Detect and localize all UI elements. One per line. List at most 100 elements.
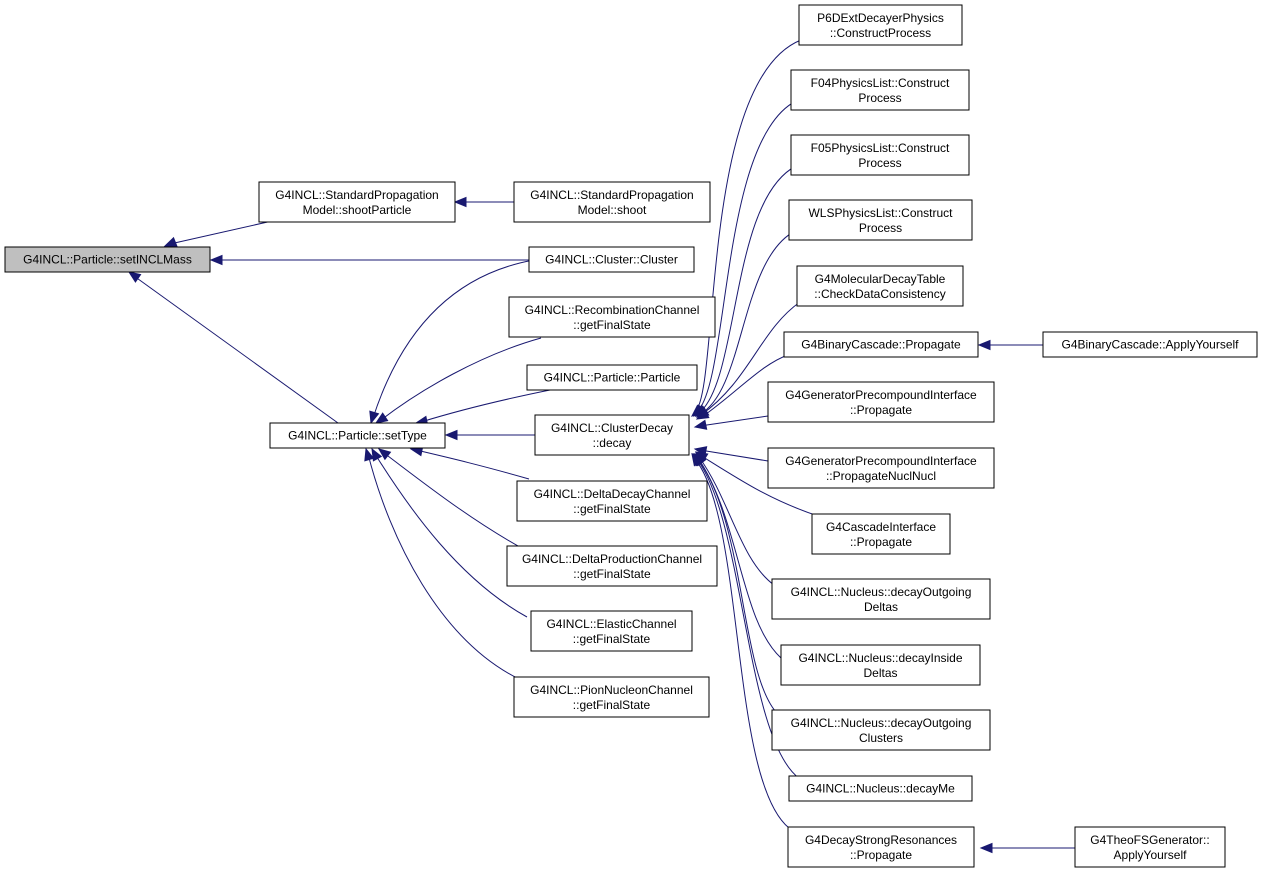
node-particle-ctor[interactable]: G4INCL::Particle::Particle [526,364,698,391]
call-edge [374,453,528,618]
node-label: G4MolecularDecayTable [815,272,946,286]
node-f04[interactable]: F04PhysicsList::ConstructProcess [790,69,970,111]
node-wls[interactable]: WLSPhysicsList::ConstructProcess [788,199,973,241]
node-label: G4CascadeInterface [826,520,936,534]
call-edge [169,220,273,245]
arrow-head [374,412,389,424]
call-edge [415,449,530,480]
node-set-i-n-c-l-mass[interactable]: G4INCL::Particle::setINCLMass [4,246,211,273]
arrow-head [453,196,467,208]
node-label: G4INCL::DeltaDecayChannel [534,487,691,501]
node-box [4,246,211,273]
node-label: ::getFinalState [573,698,651,712]
node-label: Process [858,91,901,105]
node-label: G4TheoFSGenerator:: [1090,833,1209,847]
node-label: ::PropagateNuclNucl [826,469,936,483]
arrow-head [695,408,710,420]
call-edge [700,301,801,416]
node-box [798,4,963,46]
node-box [513,181,711,223]
arrow-head [377,448,392,461]
node-label: G4GeneratorPrecompoundInterface [785,454,977,468]
call-edge [698,165,797,414]
node-cluster-ctor[interactable]: G4INCL::Cluster::Cluster [528,246,695,273]
node-box [1042,331,1258,358]
node-label: G4INCL::DeltaProductionChannel [522,552,702,566]
node-box [771,709,991,751]
node-cluster-decay[interactable]: G4INCL::ClusterDecay::decay [534,414,690,456]
node-label: G4INCL::Particle::setType [288,429,427,443]
node-f05[interactable]: F05PhysicsList::ConstructProcess [790,134,970,176]
edges-layer [127,39,1075,854]
call-edge [696,457,777,713]
node-box [506,545,718,587]
node-label: F05PhysicsList::Construct [811,141,950,155]
node-label: G4INCL::RecombinationChannel [525,303,700,317]
node-box [534,414,690,456]
node-box [796,265,964,307]
node-cascade-interface[interactable]: G4CascadeInterface::Propagate [811,513,951,555]
node-binary-propagate[interactable]: G4BinaryCascade::Propagate [783,331,979,358]
arrow-head [364,447,375,462]
node-gen-precompound-nucl[interactable]: G4GeneratorPrecompoundInterface::Propaga… [767,447,995,489]
node-box [516,480,708,522]
node-box [767,447,995,489]
node-strong-res[interactable]: G4DecayStrongResonances::Propagate [787,826,975,868]
node-box [771,578,991,620]
arrow-head [691,452,703,467]
node-theo-f-s[interactable]: G4TheoFSGenerator::ApplyYourself [1074,826,1226,868]
node-molecular[interactable]: G4MolecularDecayTable::CheckDataConsiste… [796,265,964,307]
call-edge [420,388,556,423]
node-box [811,513,951,555]
node-label: G4INCL::Nucleus::decayInside [798,651,962,665]
arrow-head [693,419,708,430]
node-label: G4DecayStrongResonances [805,833,957,847]
call-edge [695,457,801,780]
node-gen-precompound[interactable]: G4GeneratorPrecompoundInterface::Propaga… [767,381,995,423]
node-label: P6DExtDecayerPhysics [817,11,944,25]
node-p6d[interactable]: P6DExtDecayerPhysics::ConstructProcess [798,4,963,46]
call-edge [372,259,535,419]
call-edge [701,353,791,418]
node-set-type[interactable]: G4INCL::Particle::setType [269,422,446,449]
node-binary-apply[interactable]: G4BinaryCascade::ApplyYourself [1042,331,1258,358]
arrow-head [127,271,142,283]
node-label: Process [858,156,901,170]
node-label: G4INCL::ElasticChannel [546,617,676,631]
nodes-layer: G4INCL::Particle::setINCLMass G4INCL::Sta… [4,4,1258,868]
node-recombination[interactable]: G4INCL::RecombinationChannel::getFinalSt… [508,296,716,338]
node-label: G4BinaryCascade::Propagate [801,338,961,352]
call-edge [698,456,775,586]
call-edge [367,453,520,680]
call-edge [699,454,819,517]
node-box [790,69,970,111]
node-label: F04PhysicsList::Construct [811,76,950,90]
node-label: ::getFinalState [573,632,651,646]
node-shoot-particle[interactable]: G4INCL::StandardPropagationModel::shootP… [258,181,456,223]
node-label: Process [859,221,902,235]
node-label: ::getFinalState [573,318,651,332]
node-pion-nucleon[interactable]: G4INCL::PionNucleonChannel::getFinalStat… [513,676,710,718]
node-delta-production[interactable]: G4INCL::DeltaProductionChannel::getFinal… [506,545,718,587]
node-label: G4INCL::Particle::Particle [544,371,681,385]
node-elastic[interactable]: G4INCL::ElasticChannel::getFinalState [530,610,693,652]
node-box [269,422,446,449]
node-box [528,246,695,273]
arrow-head [979,842,993,854]
call-edge [380,337,542,421]
node-box [530,610,693,652]
node-box [788,199,973,241]
node-decay-me[interactable]: G4INCL::Nucleus::decayMe [788,775,973,802]
call-edge [133,275,339,424]
node-label: Clusters [859,731,903,745]
node-label: WLSPhysicsList::Construct [808,206,953,220]
node-box [790,134,970,176]
call-edge [694,458,790,829]
node-delta-decay[interactable]: G4INCL::DeltaDecayChannel::getFinalState [516,480,708,522]
node-box [513,676,710,718]
